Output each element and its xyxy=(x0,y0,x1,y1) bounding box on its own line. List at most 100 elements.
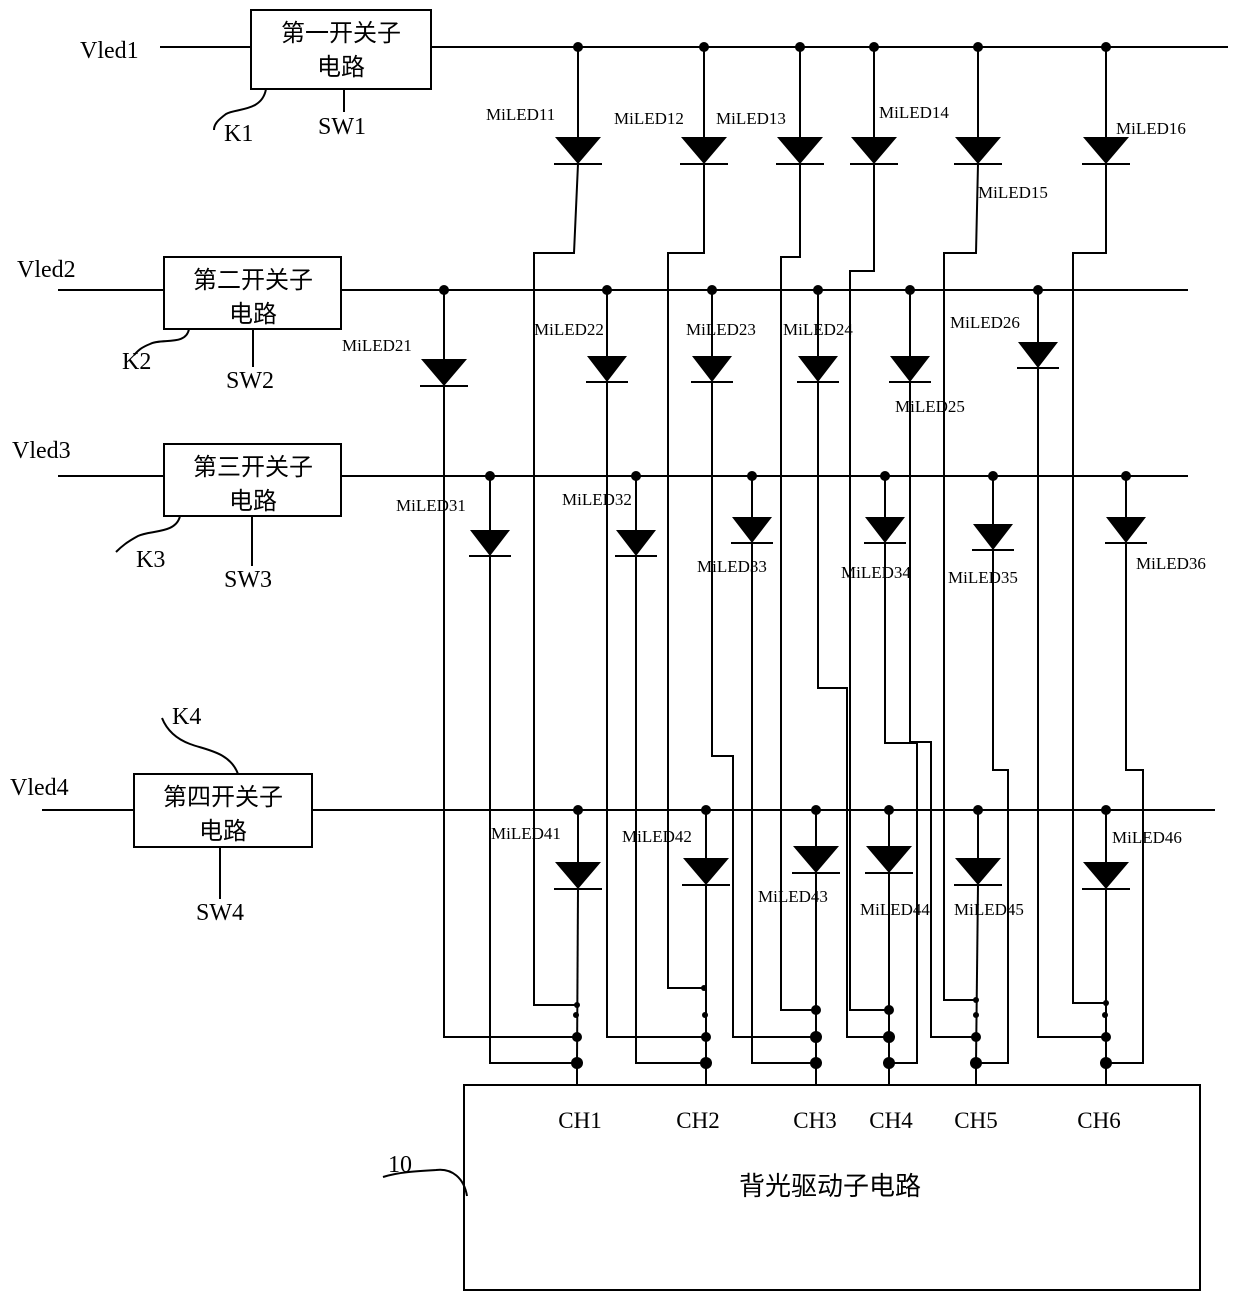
switch-box-label-4-line1: 第四开关子 xyxy=(163,784,283,811)
diode-triangle xyxy=(587,356,627,382)
rail3-junction-dot xyxy=(988,471,998,481)
rail4-junction-dot xyxy=(811,805,821,815)
led-miled36 xyxy=(1105,517,1147,543)
diode-triangle xyxy=(681,137,727,164)
led-miled23 xyxy=(691,356,733,382)
wiring xyxy=(42,47,1228,1196)
sw3-label: SW3 xyxy=(224,567,272,593)
led-label-miled36: MiLED36 xyxy=(1136,554,1206,573)
diode-triangle xyxy=(793,846,839,873)
diode-triangle xyxy=(798,356,838,382)
k4-label: K4 xyxy=(172,704,201,730)
led21-return-wire xyxy=(444,386,577,1037)
led-miled25 xyxy=(889,356,931,382)
led-miled14 xyxy=(850,137,898,164)
led-miled44 xyxy=(865,846,913,873)
diode-triangle xyxy=(973,524,1013,550)
led-label-miled35: MiLED35 xyxy=(948,568,1018,587)
switch-box-label-1-line2: 电路 xyxy=(317,54,365,81)
led-label-miled12: MiLED12 xyxy=(614,109,684,128)
rail1-junction-dot xyxy=(1101,42,1111,52)
channel-6-junction-dot xyxy=(1102,1012,1108,1018)
channel-2-junction-dot xyxy=(701,1032,711,1042)
rail3-junction-dot xyxy=(1121,471,1131,481)
rail2-junction-dot xyxy=(905,285,915,295)
led-label-miled25: MiLED25 xyxy=(895,397,965,416)
led-label-miled41: MiLED41 xyxy=(491,824,561,843)
channel-label-6: CH6 xyxy=(1077,1108,1120,1133)
rail3-junction-dot xyxy=(880,471,890,481)
diode-triangle xyxy=(890,356,930,382)
channel-1-junction-dot xyxy=(572,1032,582,1042)
diode-triangle xyxy=(955,137,1001,164)
channel-4-junction-dot xyxy=(883,1031,895,1043)
channel-6-junction-dot xyxy=(1103,1000,1109,1006)
led-miled21 xyxy=(420,359,468,386)
led-label-miled42: MiLED42 xyxy=(622,827,692,846)
led-label-miled21: MiLED21 xyxy=(342,336,412,355)
rail4-junction-dot xyxy=(1101,805,1111,815)
channel-2-junction-dot xyxy=(701,985,707,991)
vled-label-4: Vled4 xyxy=(10,775,69,801)
channel-5-junction-dot xyxy=(971,1032,981,1042)
driver-label: 背光驱动子电路 xyxy=(739,1172,921,1201)
channel-6-junction-dot xyxy=(1101,1032,1111,1042)
led-miled41 xyxy=(554,862,602,889)
channel-2-junction-dot xyxy=(702,1012,708,1018)
rail4-junction-dot xyxy=(884,805,894,815)
sw1-label: SW1 xyxy=(318,114,366,140)
diode-triangle xyxy=(555,862,601,889)
led-label-miled13: MiLED13 xyxy=(716,109,786,128)
diode-triangle xyxy=(732,517,772,543)
diode-triangle xyxy=(851,137,897,164)
led-miled16 xyxy=(1082,137,1130,164)
led-label-miled15: MiLED15 xyxy=(978,183,1048,202)
rail3-junction-dot xyxy=(747,471,757,481)
rail2-junction-dot xyxy=(602,285,612,295)
diode-triangle xyxy=(1106,517,1146,543)
led-miled32 xyxy=(615,530,657,556)
led-miled43 xyxy=(792,846,840,873)
led-miled13 xyxy=(776,137,824,164)
sw4-label: SW4 xyxy=(196,900,244,926)
led-label-miled33: MiLED33 xyxy=(697,557,767,576)
diode-triangle xyxy=(866,846,912,873)
channel-3-junction-dot xyxy=(811,1005,821,1015)
channel-2-junction-dot xyxy=(700,1057,712,1069)
k2-label: K2 xyxy=(122,349,151,375)
driver-ref-label: 10 xyxy=(388,1152,412,1178)
channel-1-junction-dot xyxy=(573,1012,579,1018)
rail1-junction-dot xyxy=(973,42,983,52)
led-miled31 xyxy=(469,530,511,556)
rail2-junction-dot xyxy=(439,285,449,295)
led-miled34 xyxy=(864,517,906,543)
channel-1-junction-dot xyxy=(571,1057,583,1069)
diode-triangle xyxy=(1018,342,1058,368)
switch-box-label-2-line2: 电路 xyxy=(229,301,277,328)
led-miled22 xyxy=(586,356,628,382)
diode-triangle xyxy=(692,356,732,382)
led-miled46 xyxy=(1082,862,1130,889)
rail1-junction-dot xyxy=(795,42,805,52)
diode-triangle xyxy=(777,137,823,164)
led-label-miled34: MiLED34 xyxy=(841,563,911,582)
rail3-junction-dot xyxy=(485,471,495,481)
vled-label-1: Vled1 xyxy=(80,38,139,64)
led-miled35 xyxy=(972,524,1014,550)
led33-return-wire xyxy=(752,543,816,1063)
led-label-miled14: MiLED14 xyxy=(879,103,949,122)
switch-box-label-3-line1: 第三开关子 xyxy=(193,454,313,481)
diode-triangle xyxy=(616,530,656,556)
led-label-miled26: MiLED26 xyxy=(950,313,1020,332)
led-label-miled24: MiLED24 xyxy=(783,320,853,339)
rail2-junction-dot xyxy=(1033,285,1043,295)
led-label-miled22: MiLED22 xyxy=(534,320,604,339)
rail1-junction-dot xyxy=(573,42,583,52)
led24-return-wire xyxy=(818,382,889,1037)
diode-triangle xyxy=(955,858,1001,885)
led-label-miled44: MiLED44 xyxy=(860,900,930,919)
diode-triangle xyxy=(865,517,905,543)
led-miled33 xyxy=(731,517,773,543)
channel-6-junction-dot xyxy=(1100,1057,1112,1069)
